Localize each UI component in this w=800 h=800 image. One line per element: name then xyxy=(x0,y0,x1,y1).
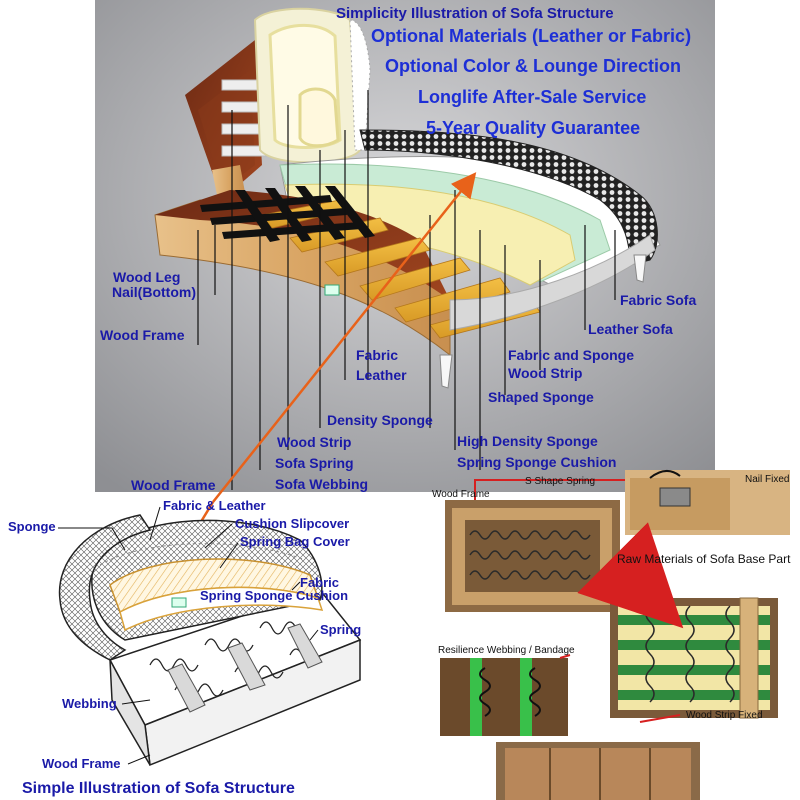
sofa-backrest xyxy=(253,7,371,164)
top-leader-lines xyxy=(197,90,616,490)
label-wood-frame-mid: Wood Frame xyxy=(131,477,216,493)
label-spring-sponge-cushion-top: Spring Sponge Cushion xyxy=(457,454,617,470)
photo-label-wood-frame: Wood Frame xyxy=(432,489,490,500)
label-nail-bottom: Nail(Bottom) xyxy=(112,284,196,300)
label-webbing: Webbing xyxy=(62,696,117,711)
photo-label-wood-strip-fixed: Wood Strip Fixed xyxy=(686,710,763,721)
raw-materials-collage xyxy=(440,470,790,800)
highlight-optional-color: Optional Color & Lounge Direction xyxy=(385,56,681,76)
photo-resilience-webbing xyxy=(440,658,568,736)
label-fabric-sofa: Fabric Sofa xyxy=(620,292,697,308)
cushion-illustration xyxy=(58,514,362,767)
label-leather-sofa: Leather Sofa xyxy=(588,321,673,337)
sofa-wood-frame xyxy=(154,186,656,389)
label-spring-sponge-cushion-bottom: Spring Sponge Cushion xyxy=(200,588,349,603)
label-wood-frame-top: Wood Frame xyxy=(100,327,185,343)
highlight-quality-guarantee: 5-Year Quality Guarantee xyxy=(426,118,641,138)
label-sofa-spring: Sofa Spring xyxy=(275,455,354,471)
label-wood-leg: Wood Leg xyxy=(113,269,181,285)
label-spring-bag-cover: Spring Bag Cover xyxy=(240,534,350,549)
bottom-title: Simple Illustration of Sofa Structure xyxy=(22,780,295,797)
label-fabric-and-sponge: Fabric and Sponge xyxy=(508,347,635,363)
label-leather-top: Leather xyxy=(356,367,407,383)
top-title: Simplicity Illustration of Sofa Structur… xyxy=(336,5,614,22)
label-fabric-leather: Fabric & Leather xyxy=(163,498,266,513)
label-cushion-slipcover: Cushion Slipcover xyxy=(235,516,350,531)
label-sofa-webbing: Sofa Webbing xyxy=(275,476,369,492)
label-fabric-bottom: Fabric xyxy=(300,575,340,590)
highlight-optional-materials: Optional Materials (Leather or Fabric) xyxy=(371,26,692,46)
label-density-sponge: Density Sponge xyxy=(327,412,433,428)
label-high-density-sponge: High Density Sponge xyxy=(457,433,598,449)
cushion-leader-lines xyxy=(58,506,319,765)
label-wood-strip-top: Wood Strip xyxy=(277,434,352,450)
photo-label-resilience-webbing: Resilience Webbing / Bandage xyxy=(438,645,575,656)
label-sponge: Sponge xyxy=(8,519,56,534)
label-fabric-top: Fabric xyxy=(356,347,399,363)
label-wood-strip-right: Wood Strip xyxy=(508,365,583,381)
label-spring: Spring xyxy=(320,622,362,637)
photo-label-nail-fixed: Nail Fixed xyxy=(745,474,790,485)
highlight-after-sale: Longlife After-Sale Service xyxy=(418,87,647,107)
label-wood-frame-bottom: Wood Frame xyxy=(42,756,121,771)
photo-label-s-shape-spring: S Shape Spring xyxy=(525,476,596,487)
connector-arrow-up xyxy=(212,172,477,503)
label-shaped-sponge: Shaped Sponge xyxy=(488,389,594,405)
photo-label-raw-materials: Raw Materials of Sofa Base Part xyxy=(617,552,791,566)
